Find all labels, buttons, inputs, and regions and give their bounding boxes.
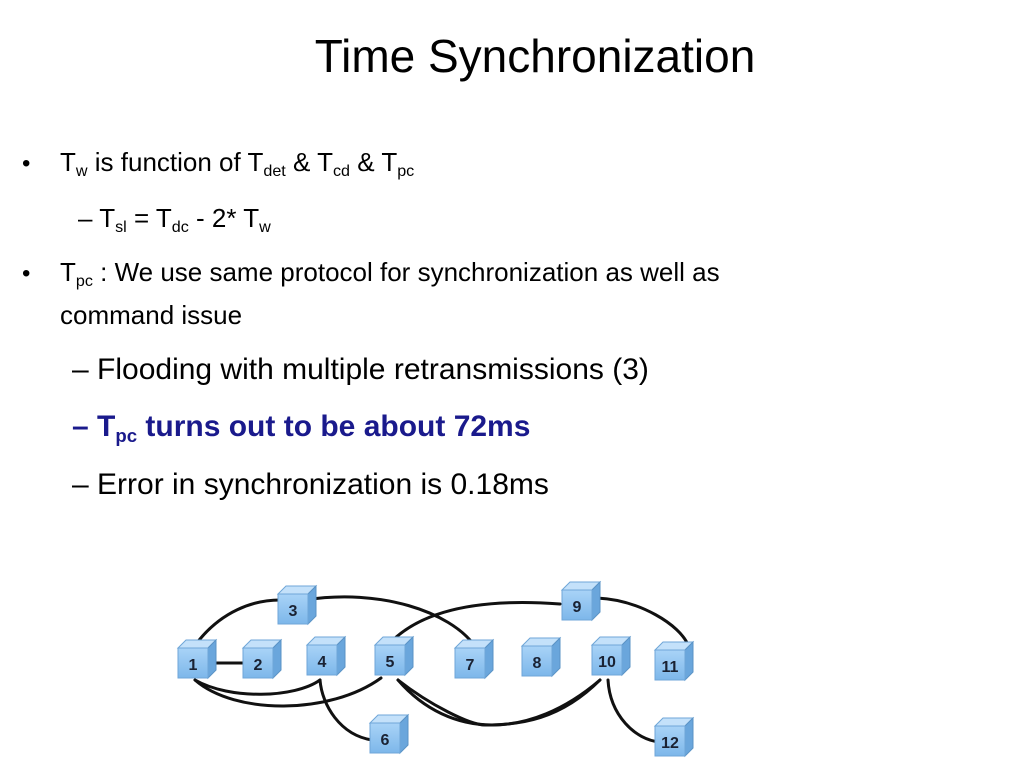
sub-item-error: – Error in synchronization is 0.18ms [72, 468, 549, 501]
svg-text:4: 4 [318, 654, 327, 671]
svg-text:2: 2 [254, 657, 263, 674]
node-11-icon: 11 [653, 640, 695, 682]
node-10-icon: 10 [590, 635, 632, 677]
sub-item-tpc-highlight: – Tpc turns out to be about 72ms [72, 410, 531, 446]
node-2-icon: 2 [241, 638, 283, 680]
node-9-icon: 9 [560, 580, 602, 622]
svg-text:11: 11 [662, 659, 679, 676]
network-edges [191, 595, 690, 744]
sub-item-flooding: – Flooding with multiple retransmissions… [72, 353, 649, 386]
node-3-icon: 3 [276, 584, 318, 626]
svg-text:10: 10 [598, 654, 616, 671]
node-5-icon: 5 [373, 635, 415, 677]
bullet-dot: • [22, 260, 31, 287]
bullet-dot: • [22, 150, 31, 177]
node-4-icon: 4 [305, 635, 347, 677]
svg-text:1: 1 [189, 657, 198, 674]
svg-text:9: 9 [573, 599, 582, 616]
bullet-2-line-2: command issue [60, 300, 243, 330]
node-6-icon: 6 [368, 713, 410, 755]
node-8-icon: 8 [520, 636, 562, 678]
svg-text:6: 6 [381, 732, 390, 749]
svg-text:12: 12 [661, 735, 679, 752]
bullet-1: Tw is function of Tdet & Tcd & Tpc [60, 147, 415, 181]
svg-text:3: 3 [289, 603, 298, 620]
svg-text:5: 5 [386, 654, 395, 671]
node-12-icon: 12 [653, 716, 695, 758]
slide-title: Time Synchronization [314, 30, 756, 82]
bullet-2-line-1: Tpc : We use same protocol for synchroni… [60, 257, 720, 291]
node-7-icon: 7 [453, 638, 495, 680]
sub-item-tsl: – Tsl = Tdc - 2* Tw [78, 203, 271, 237]
network-nodes: 3 9 1 2 [176, 580, 695, 758]
svg-text:7: 7 [466, 657, 475, 674]
node-1-icon: 1 [176, 638, 218, 680]
svg-text:8: 8 [533, 655, 542, 672]
